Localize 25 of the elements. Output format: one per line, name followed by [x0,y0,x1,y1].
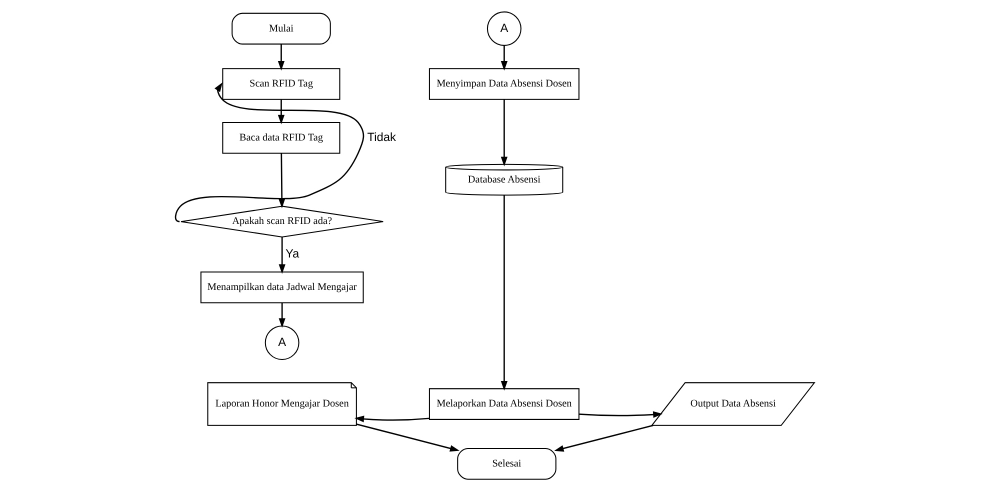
arrow [354,416,430,422]
node-circle: A [264,325,300,360]
arrow [500,195,508,391]
node-box: Selesai [457,448,556,480]
edge-label: Ya [285,246,300,261]
arrow [278,302,286,328]
node-box: Baca data RFID Tag [222,122,340,154]
arrow [579,411,663,418]
arrow [278,100,285,124]
arrow [500,100,508,166]
node-box: Menampilkan data Jadwal Mengajar [200,271,364,304]
edge-label: Tidak [367,130,396,144]
node-box: Melaporkan Data Absensi Dosen [428,388,580,420]
arrow [278,44,285,71]
node-diamond: Apakah scan RFID ada? [180,206,384,238]
node-circle: A [486,11,522,46]
node-box: Scan RFID Tag [222,68,340,100]
arrow [278,153,286,208]
node-box: Menyimpan Data Absensi Dosen [428,68,580,100]
arrow [500,46,508,71]
arrow [175,82,364,222]
node-box: Mulai [232,12,331,45]
arrow [278,236,286,274]
arrow [554,424,654,452]
arrow [356,424,460,452]
